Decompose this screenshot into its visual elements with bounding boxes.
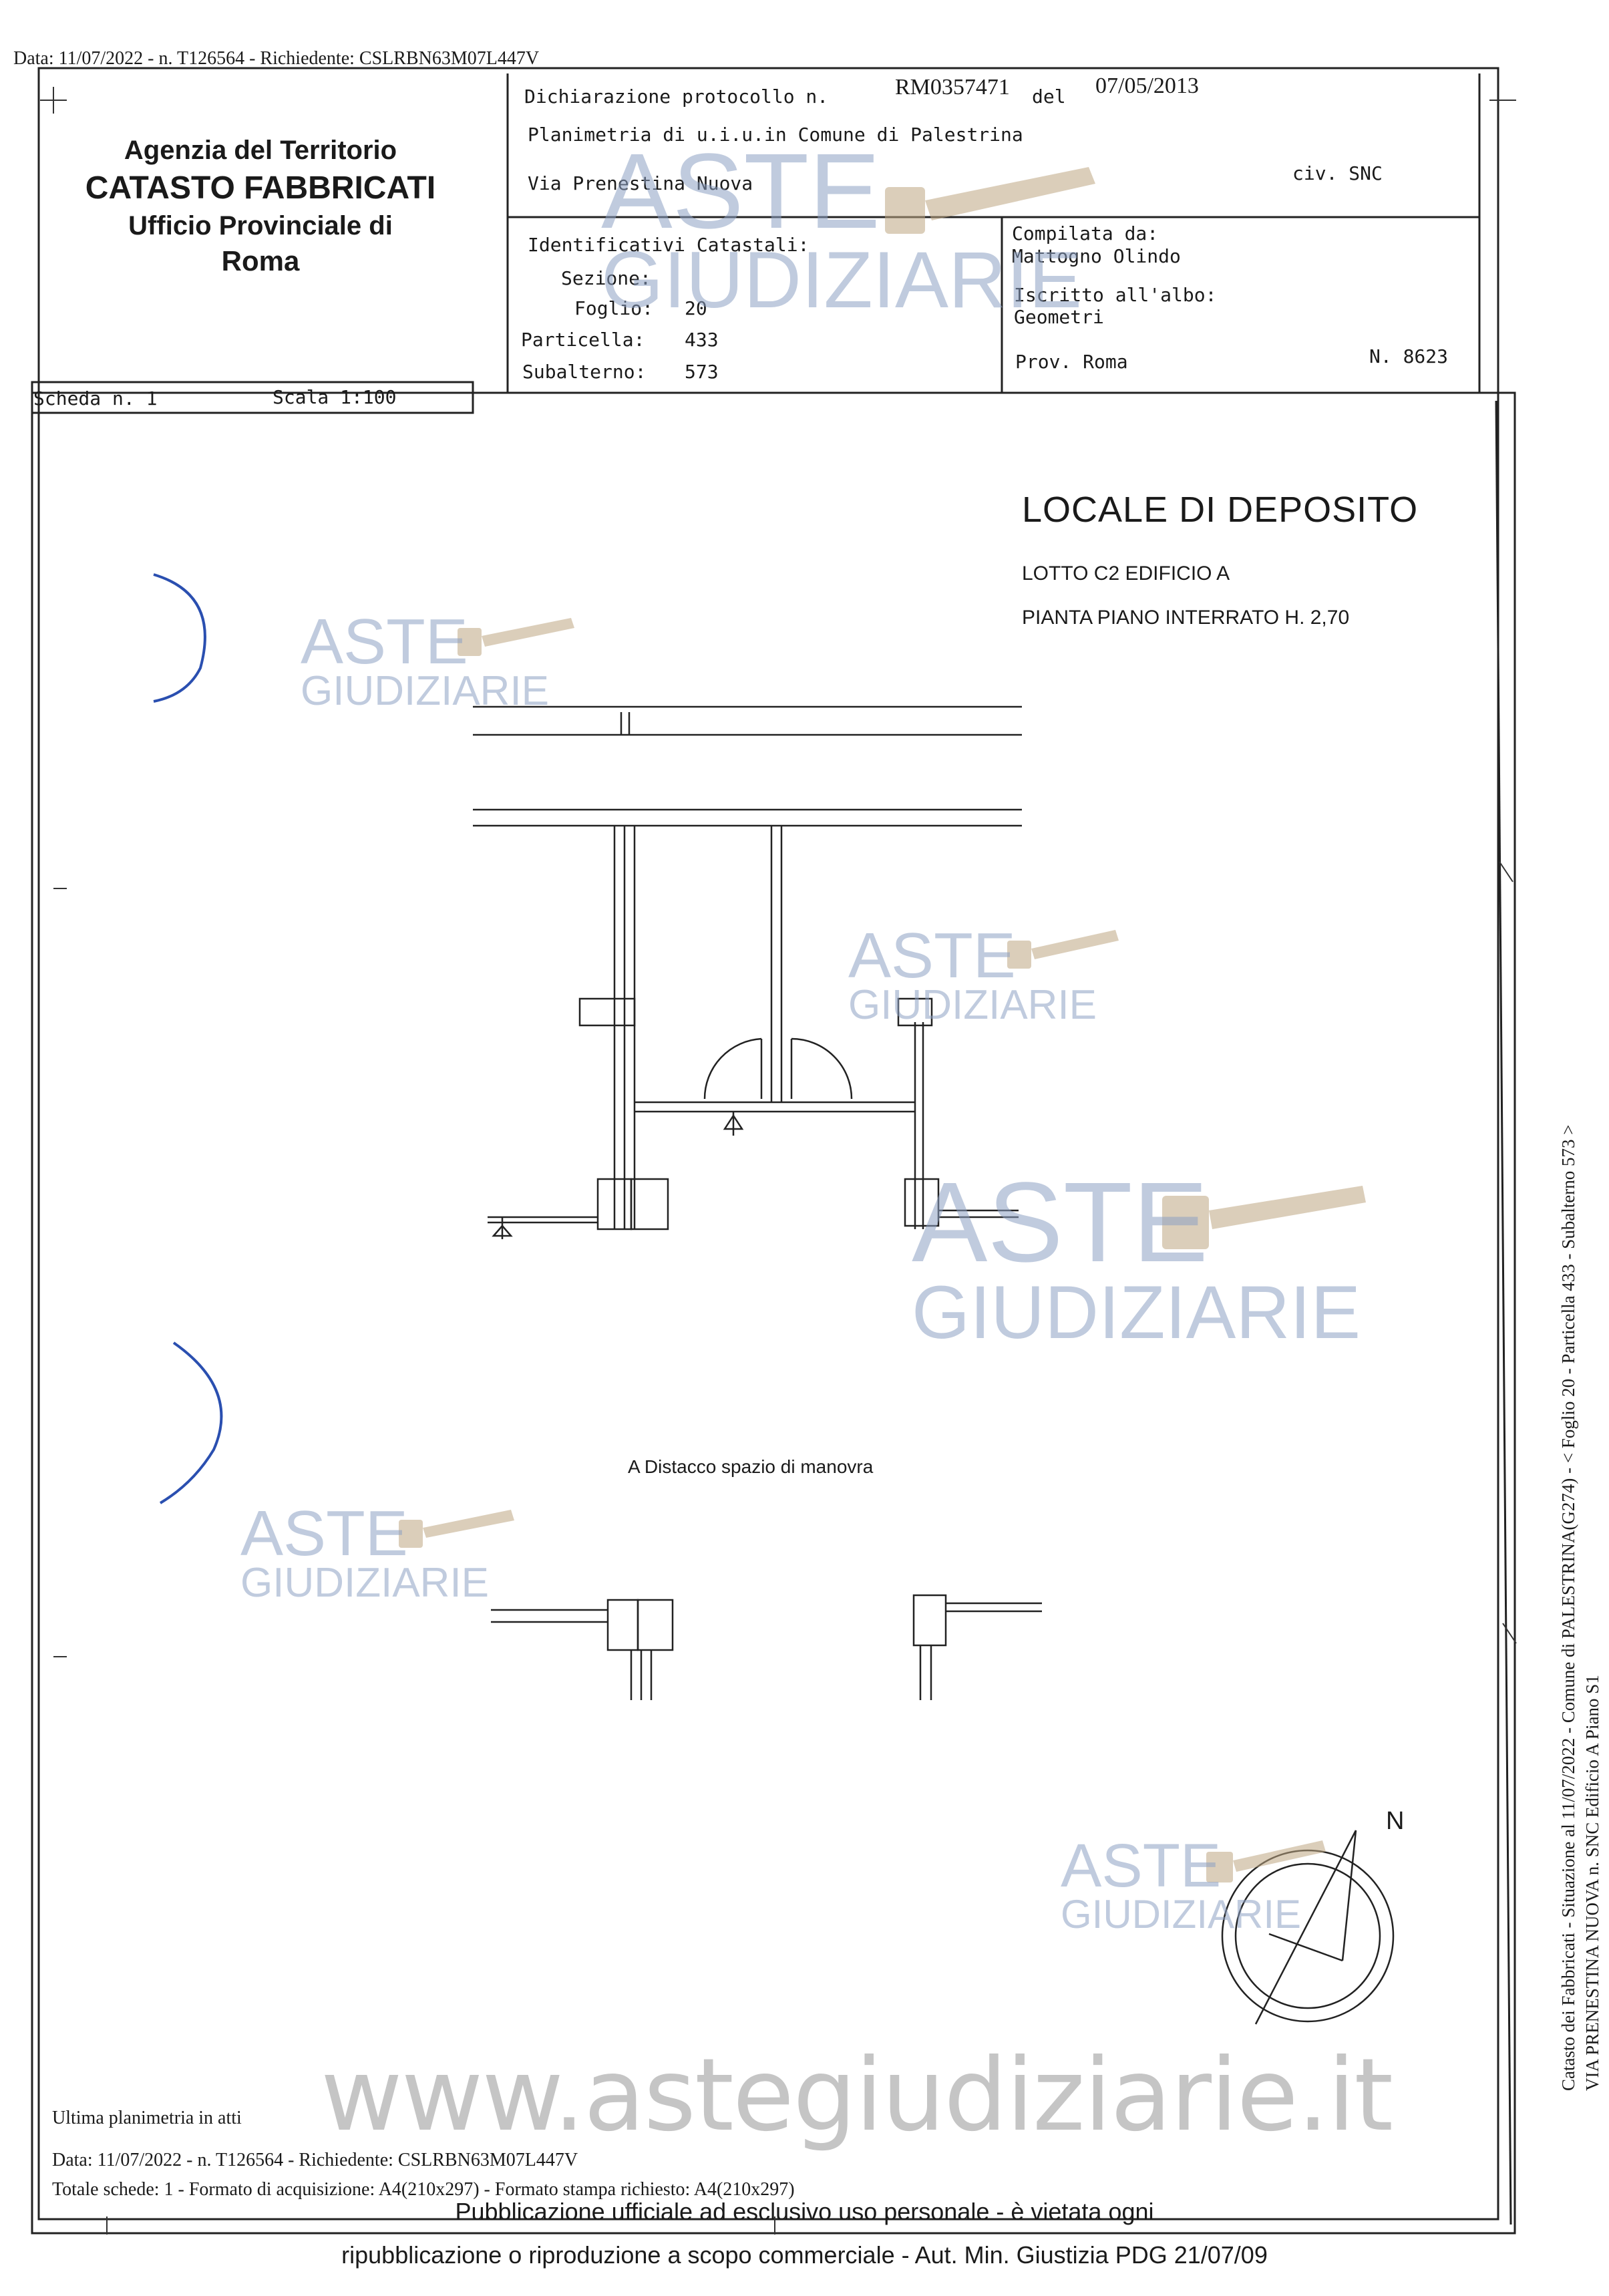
- catasto-title: CATASTO FABBRICATI: [85, 170, 436, 206]
- via-line: Via Prenestina Nuova: [528, 172, 753, 194]
- plan-title: LOCALE DI DEPOSITO: [1022, 490, 1419, 530]
- agency-name: Agenzia del Territorio: [124, 136, 397, 165]
- identificativi-title: Identificativi Catastali:: [528, 234, 810, 256]
- foglio-value: 20: [685, 297, 707, 319]
- sezione-label: Sezione:: [561, 267, 651, 289]
- outer-frame: [37, 67, 1499, 2221]
- bottom-totale: Totale schede: 1 - Formato di acquisizio…: [52, 2179, 795, 2200]
- subalterno-value: 573: [685, 361, 719, 383]
- compilata-name: Mattogno Olindo: [1012, 245, 1181, 267]
- side-text-line1: Catasto dei Fabbricati - Situazione al 1…: [1558, 1124, 1578, 2091]
- albo-number: N. 8623: [1369, 345, 1449, 367]
- site-watermark: www.astegiudiziarie.it: [321, 2037, 1393, 2154]
- scheda-number: Scheda n. 1: [33, 387, 158, 409]
- ufficio-label: Ufficio Provinciale di: [128, 210, 393, 240]
- distacco-label: A Distacco spazio di manovra: [628, 1456, 874, 1477]
- watermark-aste: ASTE GIUDIZIARIE: [601, 131, 1083, 325]
- iscritto-label: Iscritto all'albo:: [1014, 284, 1217, 306]
- side-cadastral-text: Catasto dei Fabbricati - Situazione al 1…: [1556, 888, 1605, 2091]
- protocol-number: RM0357471: [895, 75, 1010, 100]
- compilata-label: Compilata da:: [1012, 222, 1159, 244]
- ufficio-city: Roma: [221, 244, 300, 277]
- footer-notice-line1: Pubblicazione ufficiale ad esclusivo uso…: [455, 2198, 1154, 2225]
- top-stamp: Data: 11/07/2022 - n. T126564 - Richiede…: [13, 48, 540, 69]
- albo-value: Geometri: [1014, 306, 1104, 328]
- deposit-unit: [488, 826, 1019, 1239]
- particella-value: 433: [685, 329, 719, 351]
- civico: civ. SNC: [1292, 162, 1383, 184]
- plan-pianta: PIANTA PIANO INTERRATO H. 2,70: [1022, 607, 1350, 629]
- sheet-border: [31, 391, 1516, 2235]
- watermark-aste: ASTE GIUDIZIARIE: [848, 920, 1097, 1029]
- agency-block: Agenzia del Territorio CATASTO FABBRICAT…: [80, 134, 441, 279]
- gavel-icons: [399, 167, 1366, 1882]
- del-label: del: [1032, 86, 1066, 108]
- watermark-aste: ASTE GIUDIZIARIE: [301, 606, 550, 715]
- watermark-aste: ASTE GIUDIZIARIE: [912, 1159, 1361, 1354]
- planimetria-line: Planimetria di u.i.u.in Comune di Palest…: [528, 124, 1023, 146]
- side-text-line2: VIA PRENESTINA NUOVA n. SNC Edificio A P…: [1582, 1675, 1603, 2091]
- particella-label: Particella:: [521, 329, 645, 351]
- dichiarazione-label: Dichiarazione protocollo n.: [524, 86, 829, 108]
- lower-walls: [491, 1594, 1042, 1700]
- subalterno-label: Subalterno:: [522, 361, 647, 383]
- watermark-aste: ASTE GIUDIZIARIE: [240, 1498, 490, 1607]
- prov-label: Prov. Roma: [1015, 351, 1128, 373]
- north-compass-icon: [1221, 1830, 1395, 2025]
- footer-notice-line2: ripubblicazione o riproduzione a scopo c…: [341, 2241, 1268, 2269]
- scheda-box: [31, 381, 474, 414]
- scala-label: Scala 1:100: [273, 386, 397, 408]
- plan-lotto: LOTTO C2 EDIFICIO A: [1022, 562, 1230, 585]
- bottom-data: Data: 11/07/2022 - n. T126564 - Richiede…: [52, 2150, 578, 2170]
- watermark-aste: ASTE GIUDIZIARIE: [1061, 1832, 1302, 1937]
- north-label: N: [1386, 1807, 1405, 1835]
- foglio-label: Foglio:: [574, 297, 654, 319]
- ultima-planimetria: Ultima planimetria in atti: [52, 2108, 242, 2128]
- scan-marks-icon: [153, 573, 223, 1504]
- protocol-date: 07/05/2013: [1095, 73, 1199, 98]
